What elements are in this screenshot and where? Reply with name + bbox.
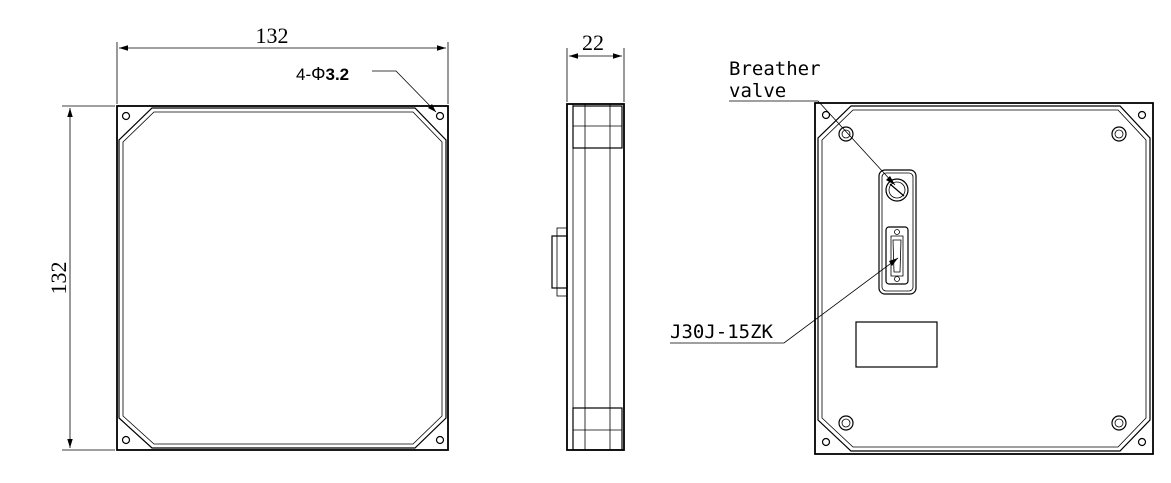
thickness-dimension-label: 22 [582, 30, 604, 55]
screw-icon [838, 126, 854, 142]
corner-hole [435, 435, 445, 445]
j30j-connector-icon [885, 226, 909, 285]
front-body-outline [118, 107, 447, 449]
hole-callout-prefix: 4- [296, 65, 311, 84]
connector-panel-inner [881, 172, 914, 292]
rear-view: Breather valve J30J-15ZK [670, 58, 1154, 455]
rear-body-inner-outline [821, 109, 1147, 448]
corner-hole [121, 111, 131, 121]
connector-leader-line [670, 257, 899, 344]
breather-label-line2: valve [729, 80, 786, 102]
connector-label: J30J-15ZK [670, 321, 774, 343]
corner-hole [1137, 437, 1147, 447]
corner-hole [435, 111, 445, 121]
corner-hole [121, 435, 131, 445]
hole-leader-line [372, 70, 437, 113]
hole-callout-symbol: Φ [311, 64, 325, 84]
side-flange-bottom [572, 407, 623, 451]
breather-valve-icon [885, 178, 909, 202]
screw-icon [838, 415, 854, 431]
screw-icon [1111, 126, 1127, 142]
side-connector [551, 235, 568, 289]
corner-hole [1137, 110, 1147, 120]
front-body-inner-outline [122, 111, 443, 445]
connector-leader-arrow [889, 258, 898, 266]
breather-label-line1: Breather [729, 58, 821, 80]
hole-leader-arrow [428, 104, 436, 112]
rear-plate-outline [814, 102, 1154, 455]
hole-callout: 4-Φ3.2 [296, 64, 349, 84]
side-flange-top [572, 105, 623, 149]
corner-hole [821, 437, 831, 447]
front-view: 132 132 4-Φ3.2 [46, 23, 449, 451]
corner-hole [821, 110, 831, 120]
width-dimension-label: 132 [256, 23, 289, 48]
breather-leader-line [729, 100, 896, 186]
side-view: 22 [551, 30, 625, 451]
label-plate [855, 321, 938, 368]
side-connector-inner [556, 227, 568, 297]
screw-icon [1111, 415, 1127, 431]
connector-panel [878, 169, 917, 295]
side-body-outline [566, 103, 625, 451]
hole-callout-size: 3.2 [326, 65, 350, 84]
front-plate-outline [116, 105, 449, 451]
breather-leader-arrow [886, 176, 895, 185]
height-dimension-label: 132 [46, 262, 71, 295]
rear-body-outline [817, 105, 1151, 452]
